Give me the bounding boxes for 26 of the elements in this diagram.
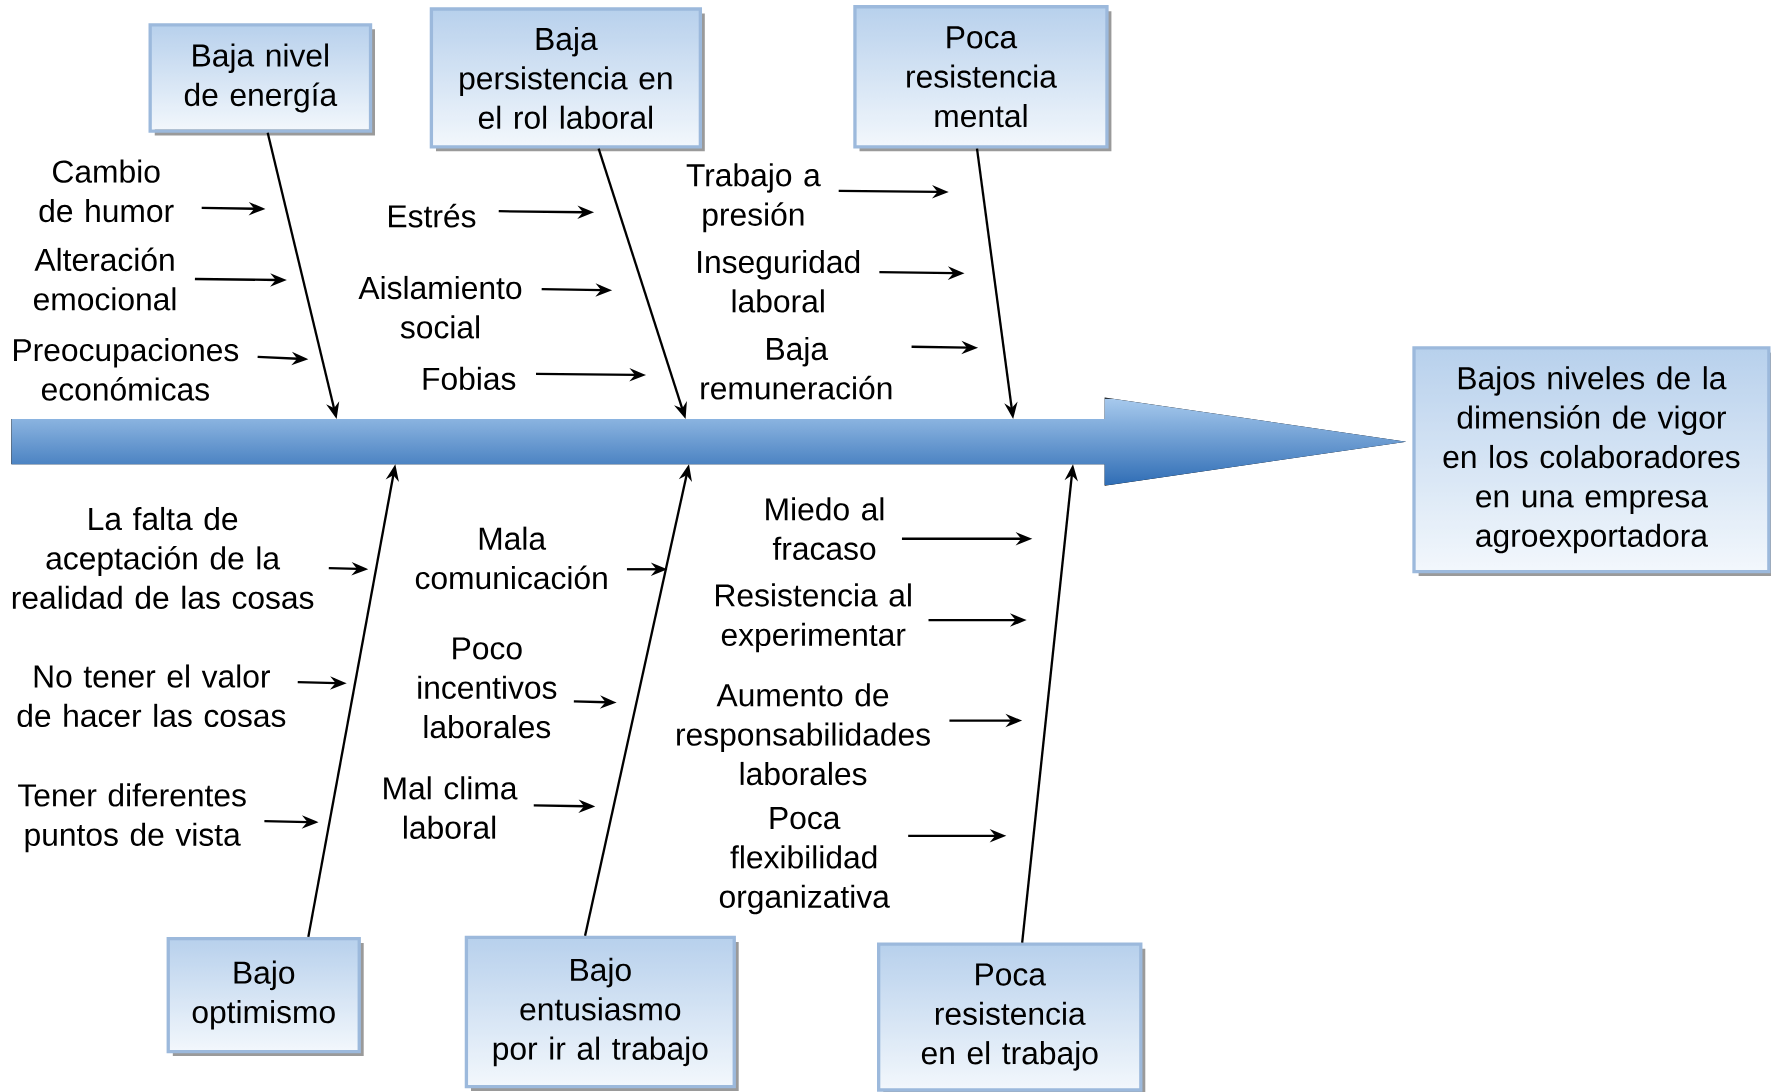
category-box: Poca resistencia mental — [853, 5, 1112, 152]
cause-text: Trabajo a presión — [686, 163, 821, 233]
category-box: Baja nivel de energía — [148, 23, 375, 136]
cause-text: La falta de aceptación de la realidad de las cosas — [12, 506, 314, 609]
cause-text: Mal clima laboral — [384, 776, 518, 839]
cause-text: Alteración emocional — [34, 247, 176, 311]
cause-text: No tener el valor de hacer las cosas — [17, 664, 286, 728]
cause-text: Mala comunicación — [415, 526, 607, 590]
category-box: Baja persistencia en el rol laboral — [429, 7, 705, 152]
cause-text: Poca flexibilidad organizativa — [719, 806, 890, 915]
cause-text: Preocupaciones económicas — [14, 337, 239, 401]
effect-box: Bajos niveles de la dimensión de vigor en los colaboradores en una empresa agroexportadora — [1412, 346, 1771, 576]
cause-text: Poco incentivos laborales — [418, 637, 557, 739]
cause-text: Tener diferentes puntos de vista — [18, 783, 246, 853]
category-box: Bajo optimismo — [166, 936, 364, 1056]
cause-text: Baja remuneración — [701, 336, 892, 400]
cause-text: Aislamiento social — [358, 275, 522, 339]
category-box: Poca resistencia en el trabajo — [877, 942, 1146, 1092]
cause-text: Estrés — [389, 203, 476, 228]
cause-text: Inseguridad laboral — [698, 249, 860, 313]
category-box: Bajo entusiasmo por ir al trabajo — [464, 935, 739, 1091]
cause-text: Aumento de responsabilidades laborales — [677, 683, 930, 786]
cause-text: Resistencia al experimentar — [716, 583, 911, 653]
cause-text: Cambio de humor — [39, 159, 174, 223]
cause-text: Miedo al fracaso — [766, 497, 884, 560]
cause-text: Fobias — [423, 366, 516, 390]
